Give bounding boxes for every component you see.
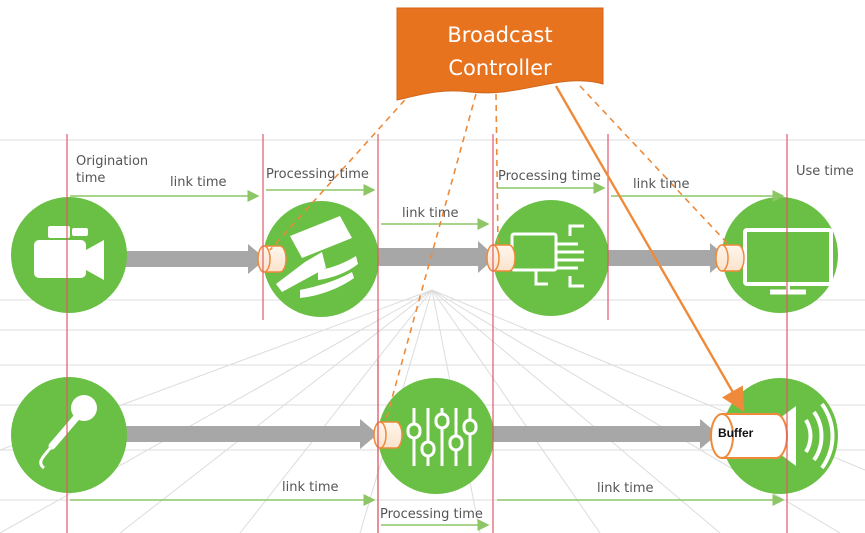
- mixer-node: [378, 378, 494, 494]
- label-use-time: Use time: [796, 164, 854, 179]
- mixer-icon: [406, 408, 478, 466]
- buffer-cylinder-1: [257, 245, 287, 273]
- control-lines: [269, 85, 729, 421]
- controller-line-2: Controller: [448, 56, 552, 80]
- monitor-icon: [743, 228, 833, 295]
- label-processing-time-3: Processing time: [380, 507, 483, 522]
- label-link-time-4: link time: [282, 480, 339, 495]
- control-line-to-buffer: [554, 85, 745, 413]
- buffer-cylinder-3: [715, 244, 745, 272]
- video-flow-arrow-1: [125, 244, 266, 274]
- buffer-label: Buffer: [718, 426, 754, 440]
- buffer-cylinders: [257, 244, 788, 459]
- flow-arrows: [125, 241, 728, 449]
- buffer-cylinder-2: [486, 244, 516, 272]
- label-origination: Origination: [76, 154, 149, 169]
- video-flow-arrow-3: [608, 243, 728, 273]
- label-processing-time-2: Processing time: [498, 169, 601, 184]
- controller-banner: [396, 7, 604, 101]
- microphone-node: [11, 377, 127, 493]
- broadcast-controller: Broadcast Controller: [397, 8, 603, 90]
- audio-flow-arrow-2: [493, 419, 718, 449]
- label-link-time-2: link time: [402, 206, 459, 221]
- audio-flow-arrow-1: [125, 419, 378, 449]
- video-camera-icon: [34, 226, 104, 280]
- interval-arrows: [70, 182, 785, 531]
- label-link-time-3: link time: [633, 177, 690, 192]
- video-flow-arrow-2: [378, 241, 496, 273]
- microphone-icon: [39, 395, 97, 470]
- buffer-cylinder-4: [373, 421, 403, 449]
- time-markers: [66, 134, 788, 533]
- label-link-time-5: link time: [597, 481, 654, 496]
- controller-line-1: Broadcast: [447, 23, 553, 47]
- label-processing-time-1: Processing time: [266, 167, 369, 182]
- security-camera-icon: [276, 216, 358, 298]
- buffer-cylinder-large: [710, 413, 788, 459]
- label-origination-time: time: [76, 171, 106, 186]
- label-link-time-1: link time: [170, 175, 227, 190]
